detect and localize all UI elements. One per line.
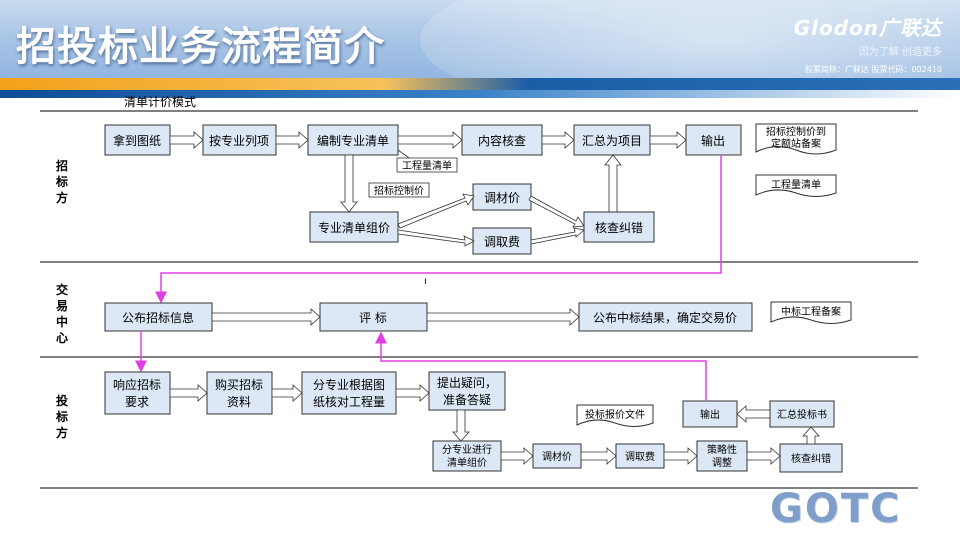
step-check-quantity: 分专业根据图 纸核对工程量 [301,371,397,415]
step-compile-list: 编制专业清单 [307,124,399,156]
step-strategy-adjust-line2: 调整 [712,456,732,469]
step-respond: 响应招标 要求 [104,371,171,415]
lane-tender-char-3: 方 [56,190,68,205]
step-pricing-tender: 专业清单组价 [309,211,399,243]
stock-info: 股票简称：广联达 股票代码：002410 [804,65,942,74]
step-publish-info: 公布招标信息 [104,302,213,332]
step-summarize-bid-label: 汇总投标书 [777,408,827,421]
step-evaluate: 评 标 [319,302,428,332]
header-stripe-blue [0,90,960,98]
step-content-check-label: 内容核查 [478,133,526,148]
step-summarize-items: 汇总为项目 [573,124,651,156]
doc-control-price-record: 招标控制价到 定额站备案 [755,123,837,155]
step-output-tender-label: 输出 [701,133,725,148]
step-check-correct-tender: 核查纠错 [583,211,655,243]
doc-award-record-label: 中标工程备案 [781,305,841,318]
step-raise-questions-line2: 准备答疑 [443,392,491,407]
note-quantity-list [396,157,458,173]
step-buy-docs: 购买招标 资料 [206,371,273,415]
doc-award-record: 中标工程备案 [770,301,852,324]
doc-control-price-line1: 招标控制价到 [766,125,826,138]
brand-block: Glodon广联达 因为了解 创造更多 股票简称：广联达 股票代码：002410 [794,12,942,75]
step-respond-line2: 要求 [125,395,149,409]
step-pricing-bidder-line1: 分专业进行 [442,443,492,456]
doc-bid-quote: 投标报价文件 [576,404,654,427]
step-pricing-bidder-line2: 清单组价 [447,456,487,469]
gotc-logo: GOTC [770,486,902,532]
step-check-correct-bidder: 核查纠错 [779,443,843,473]
step-raise-questions: 提出疑问， 准备答疑 [428,371,506,411]
step-strategy-adjust: 策略性 调整 [696,440,748,472]
doc-quantity-list-label: 工程量清单 [771,178,821,191]
step-content-check: 内容核查 [461,124,543,156]
step-pricing-bidder: 分专业进行 清单组价 [432,440,502,472]
page-title: 招投标业务流程简介 [16,24,385,70]
step-adjust-material-tender: 调材价 [472,183,532,211]
note-quantity-list-label: 工程量清单 [402,159,452,172]
step-output-bidder: 输出 [682,400,738,428]
doc-bid-quote-label: 投标报价文件 [585,408,645,421]
stray-mark: ı [424,276,427,287]
step-publish-result-label: 公布中标结果，确定交易价 [593,310,737,325]
step-publish-info-label: 公布招标信息 [122,310,194,325]
lane-exchange-char-2: 易 [56,299,68,313]
flow-bidder-to-evaluate [375,331,707,401]
note-control-price [368,182,430,198]
flow-tender-to-exchange [155,155,722,304]
arrows-bidder-row2 [500,405,820,465]
step-check-correct-tender-label: 核查纠错 [595,221,643,235]
header-stripe [0,78,960,92]
step-check-quantity-line2: 纸核对工程量 [313,394,385,409]
step-pricing-tender-label: 专业清单组价 [318,220,390,235]
lane-bidder-char-3: 方 [56,425,68,440]
lane-exchange-char-3: 中 [56,314,68,329]
brand-logo: Glodon广联达 [793,16,942,40]
step-summarize-bid: 汇总投标书 [769,400,835,428]
arrows-bidder-row1 [169,384,470,442]
arrows-exchange-row [211,308,580,326]
lane-bidder-char-2: 标 [55,409,68,424]
step-adjust-material-tender-label: 调材价 [484,191,520,205]
lane-exchange-char-1: 交 [56,282,68,297]
step-evaluate-label: 评 标 [359,311,387,325]
step-adjust-fee-tender: 调取费 [472,227,532,255]
step-strategy-adjust-line1: 策略性 [707,443,737,456]
step-receive-drawings-label: 拿到图纸 [113,133,161,148]
brand-slogan: 因为了解 创造更多 [858,47,942,58]
step-list-by-discipline-label: 按专业列项 [209,133,269,148]
lane-tender-char-2: 标 [55,174,68,189]
step-adjust-fee-tender-label: 调取费 [484,235,520,249]
arrows-tender-row [169,131,687,213]
doc-quantity-list: 工程量清单 [755,174,837,197]
doc-control-price-line2: 定额站备案 [771,137,821,150]
step-list-by-discipline: 按专业列项 [202,124,277,156]
step-buy-docs-line1: 购买招标 [215,377,263,392]
lane-exchange-char-4: 心 [56,331,68,345]
step-respond-line1: 响应招标 [113,377,161,392]
header-banner: 招投标业务流程简介 Glodon广联达 因为了解 创造更多 股票简称：广联达 股… [0,0,960,82]
step-output-tender: 输出 [685,124,742,156]
mode-label: 清单计价模式 [124,95,196,109]
note-control-price-label: 招标控制价 [374,184,424,197]
step-adjust-fee-bidder-label: 调取费 [625,450,655,463]
step-output-bidder-label: 输出 [700,408,720,421]
arrows-tender-pricing [397,193,585,247]
step-compile-list-label: 编制专业清单 [317,133,389,148]
step-adjust-material-bidder-label: 调材价 [542,450,572,463]
step-receive-drawings: 拿到图纸 [104,124,171,156]
lane-tender-char-1: 招 [56,158,68,173]
header-sheen [420,0,960,82]
step-adjust-fee-bidder: 调取费 [615,443,665,469]
step-check-correct-bidder-label: 核查纠错 [791,452,831,465]
step-check-quantity-line1: 分专业根据图 [313,377,385,392]
lane-bidder-char-1: 投 [56,393,68,408]
step-publish-result: 公布中标结果，确定交易价 [578,302,753,332]
step-summarize-items-label: 汇总为项目 [582,134,642,148]
step-adjust-material-bidder: 调材价 [532,443,582,469]
step-buy-docs-line2: 资料 [227,395,251,409]
step-raise-questions-line1: 提出疑问， [437,375,497,390]
